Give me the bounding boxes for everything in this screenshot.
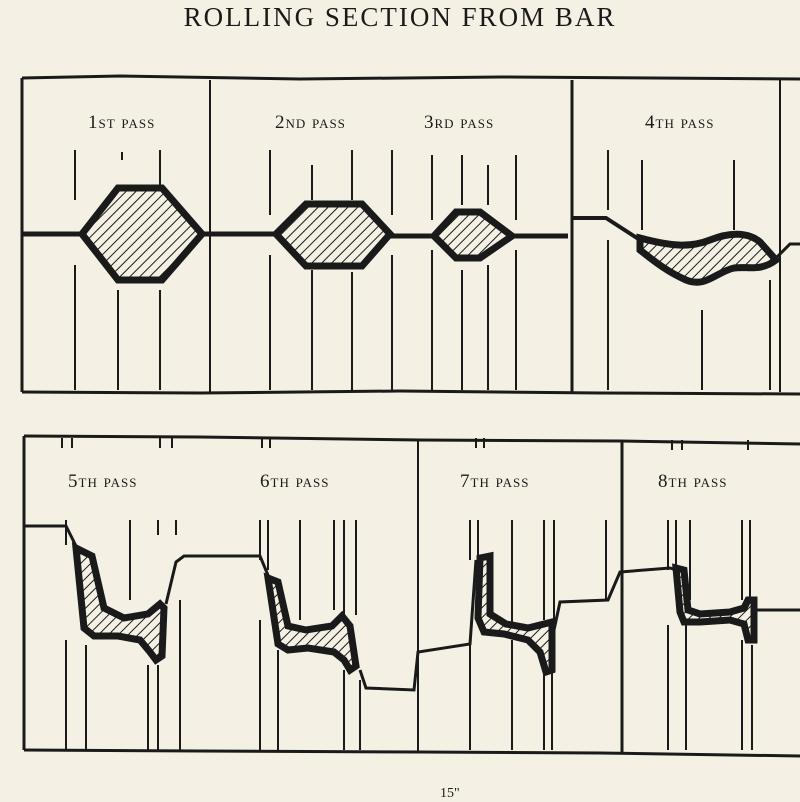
pass-label-3: 3rd pass — [424, 112, 495, 133]
pass-4-outline — [572, 216, 642, 242]
pass-1-section — [77, 184, 207, 284]
pass-label-2: 2nd pass — [275, 112, 346, 133]
guide-lines-top — [74, 150, 771, 390]
footer-fragment: 15" — [440, 786, 460, 801]
pass-label-1: 1st pass — [88, 112, 156, 133]
pass-label-8: 8th pass — [658, 471, 728, 492]
profile-line-bottom — [24, 524, 800, 692]
pass-3-section — [429, 208, 518, 262]
pass-6-section — [263, 572, 360, 675]
pass-label-5: 5th pass — [68, 471, 138, 492]
pass-label-4: 4th pass — [645, 112, 715, 133]
top-panel-frame — [21, 74, 800, 81]
pass-8-section — [672, 563, 758, 644]
bar-line-top — [22, 231, 568, 239]
pass-7-section — [474, 551, 556, 677]
diagram-title: ROLLING SECTION FROM BAR — [183, 2, 617, 32]
pass-4-section — [636, 230, 782, 286]
top-panel — [20, 74, 800, 396]
guide-lines-bottom — [61, 438, 753, 750]
bottom-panel — [22, 434, 800, 758]
pass-2-section — [271, 200, 395, 270]
pass-label-7: 7th pass — [460, 471, 530, 492]
pass-label-6: 6th pass — [260, 471, 330, 492]
pass-5-section — [71, 542, 168, 665]
